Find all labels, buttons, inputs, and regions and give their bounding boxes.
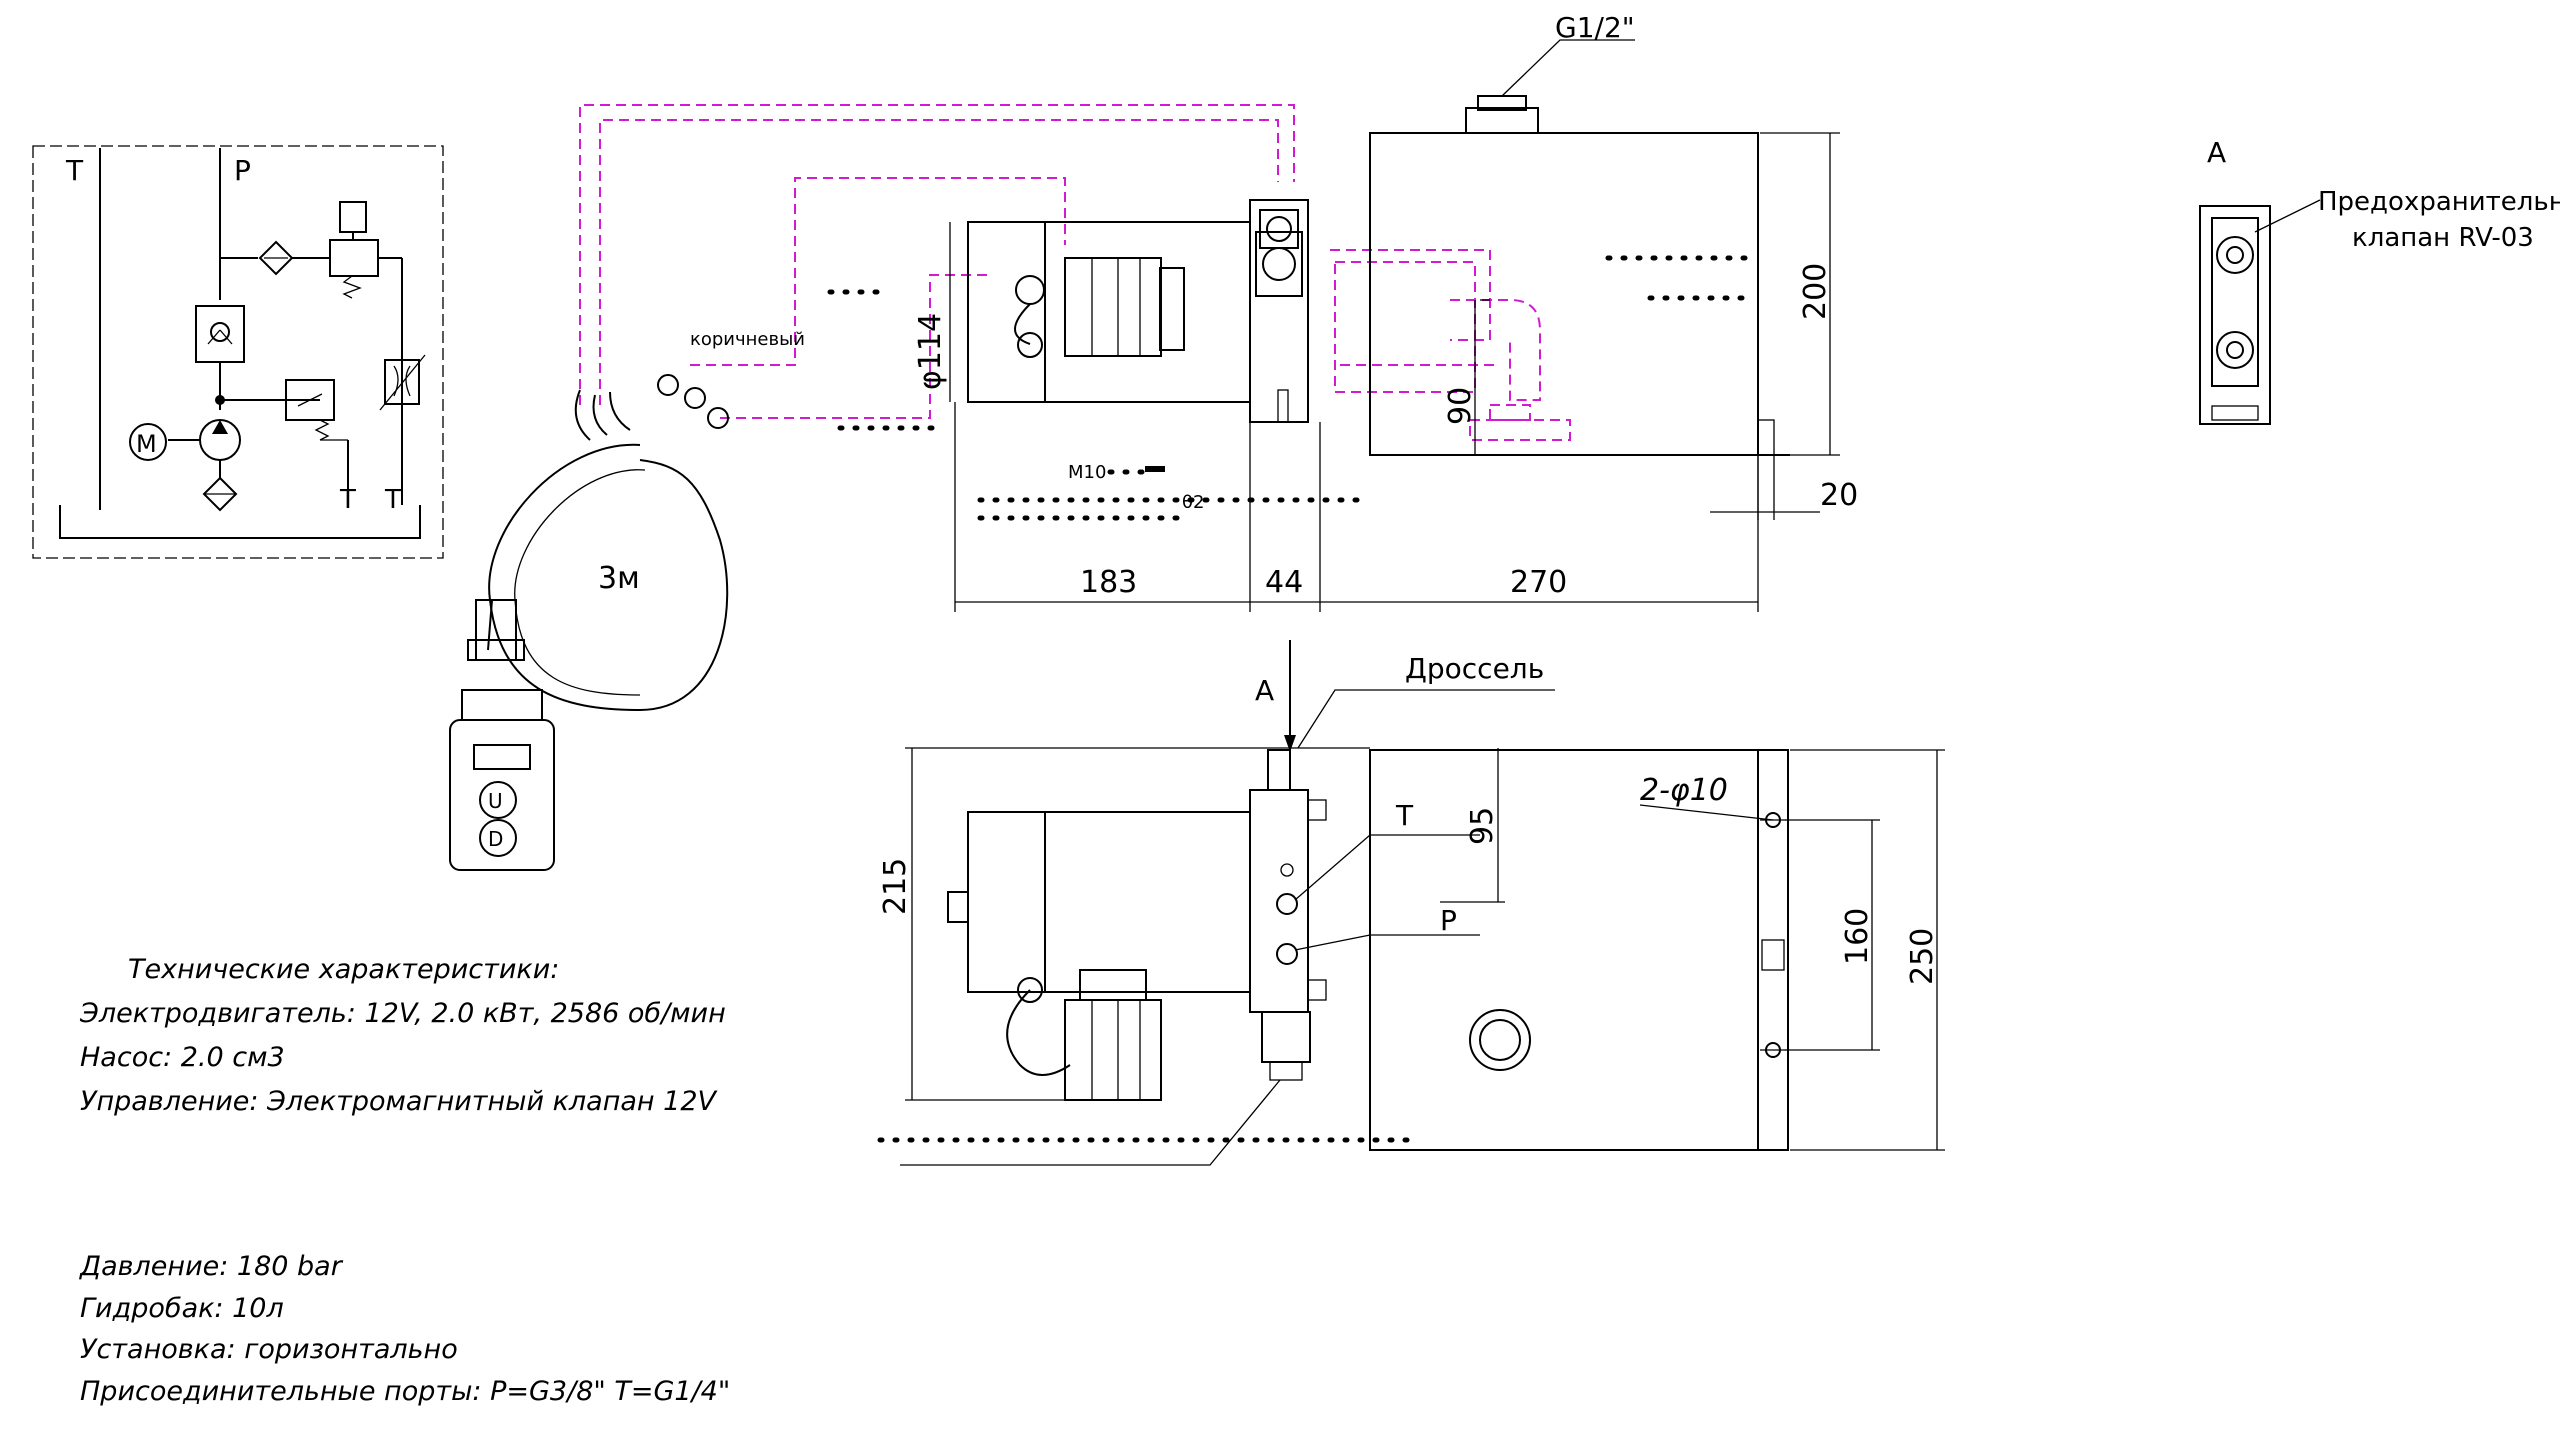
dim-outlet-height: 90 — [1443, 387, 1478, 425]
spec-reservoir: Гидробак: 10л — [80, 1293, 284, 1324]
detail-a-relief-valve: A Предохранительный клапан RV-03 — [2199, 136, 2560, 425]
dim-tank-width: 250 — [1905, 928, 1940, 985]
spec-motor: Электродвигатель: 12V, 2.0 кВт, 2586 об/… — [79, 998, 726, 1029]
motor-symbol: M — [136, 430, 157, 458]
schematic-port-t-top: T — [65, 154, 84, 187]
mount-holes: 2-φ10 — [1640, 773, 1728, 808]
throttle-label: Дроссель — [1405, 652, 1544, 685]
schematic-port-t-bottom-2: T — [384, 485, 401, 515]
tank-fill-thread: G1/2" — [1555, 11, 1635, 44]
top-port-t: T — [1395, 799, 1414, 832]
bolt-label: M10 — [1068, 462, 1106, 483]
top-view: A Дроссель — [877, 640, 1945, 1166]
spec-control: Управление: Электромагнитный клапан 12V — [80, 1086, 719, 1117]
top-port-p: P — [1440, 904, 1457, 937]
spec-mounting: Установка: горизонтально — [80, 1334, 458, 1365]
spec-title: Технические характеристики: — [128, 954, 559, 985]
valve-title-line1: Предохранительный — [2318, 187, 2560, 217]
motor-diameter: φ114 — [913, 313, 948, 390]
dim-block-length: 44 — [1265, 565, 1303, 600]
wire-label: коричневый — [690, 329, 805, 350]
cable-length: 3м — [598, 561, 640, 596]
dim-overall-width: 215 — [878, 858, 913, 915]
side-view: M10 θ2 G1/2" коричневый φ114 3м 200 90 — [487, 11, 1858, 712]
schematic-port-t-bottom-1: T — [339, 485, 356, 515]
spec-pump: Насос: 2.0 см3 — [80, 1042, 285, 1073]
view-arrow-label: A — [1255, 674, 1274, 707]
detail-a-label: A — [2207, 136, 2226, 169]
spec-pressure: Давление: 180 bar — [79, 1251, 344, 1282]
specifications: Технические характеристики: Электродвига… — [79, 954, 730, 1407]
ground-label: θ2 — [1182, 492, 1204, 513]
dim-tank-height: 200 — [1798, 263, 1833, 320]
remote-pendant: U D — [449, 599, 555, 871]
hydraulic-schematic: T P T T — [32, 145, 444, 559]
valve-title-line2: клапан RV-03 — [2352, 223, 2534, 253]
dim-foot: 20 — [1820, 478, 1858, 513]
schematic-port-p-top: P — [234, 154, 251, 187]
remote-button-up: U — [488, 789, 503, 813]
dim-port-offset: 95 — [1465, 807, 1500, 845]
spec-ports: Присоединительные порты: P=G3/8" T=G1/4" — [80, 1376, 730, 1407]
dim-hole-spacing: 160 — [1840, 908, 1875, 965]
dim-tank-length: 270 — [1510, 565, 1567, 600]
remote-button-down: D — [488, 827, 503, 851]
dim-motor-length: 183 — [1080, 565, 1137, 600]
